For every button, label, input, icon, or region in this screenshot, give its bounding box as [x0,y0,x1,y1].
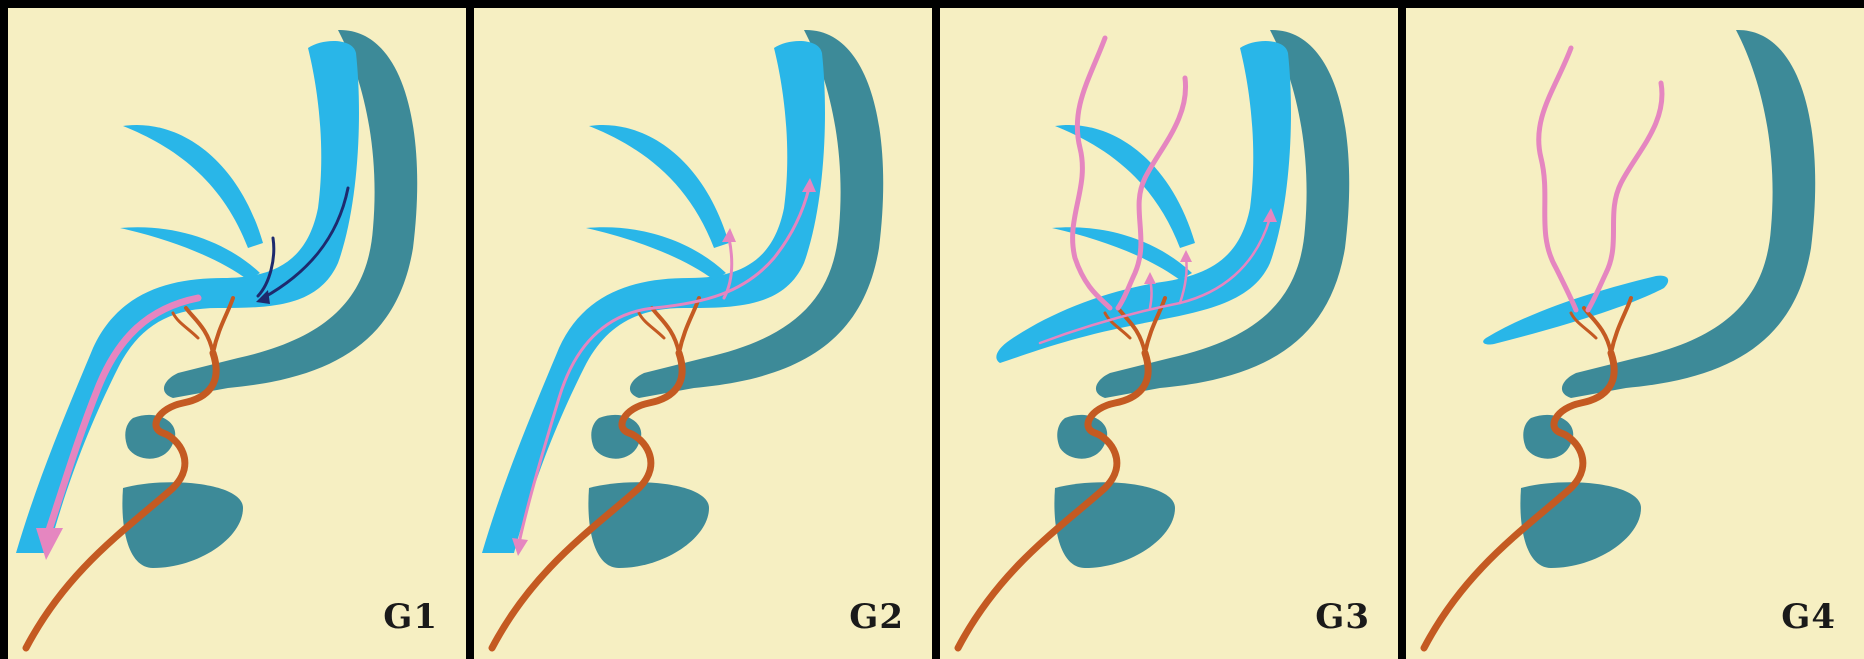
panel-label-g3: G3 [1315,597,1370,637]
g4-cortical-veins [1539,48,1662,310]
g4-artery [1424,298,1631,648]
g4-sinus [1520,30,1815,568]
g3-diagram [940,8,1398,659]
panel-label-g4: G4 [1781,597,1836,637]
g3-veins [996,41,1291,363]
g4-diagram [1406,8,1864,659]
panel-g3: G3 [940,8,1398,659]
g2-diagram [474,8,932,659]
panel-label-g2: G2 [849,597,904,637]
panel-label-g1: G1 [383,597,438,637]
panel-g4: G4 [1406,8,1864,659]
g2-veins [482,41,825,553]
g1-diagram [8,8,466,659]
panel-g2: G2 [474,8,932,659]
g3-artery [958,298,1165,648]
panel-g1: G1 [8,8,466,659]
